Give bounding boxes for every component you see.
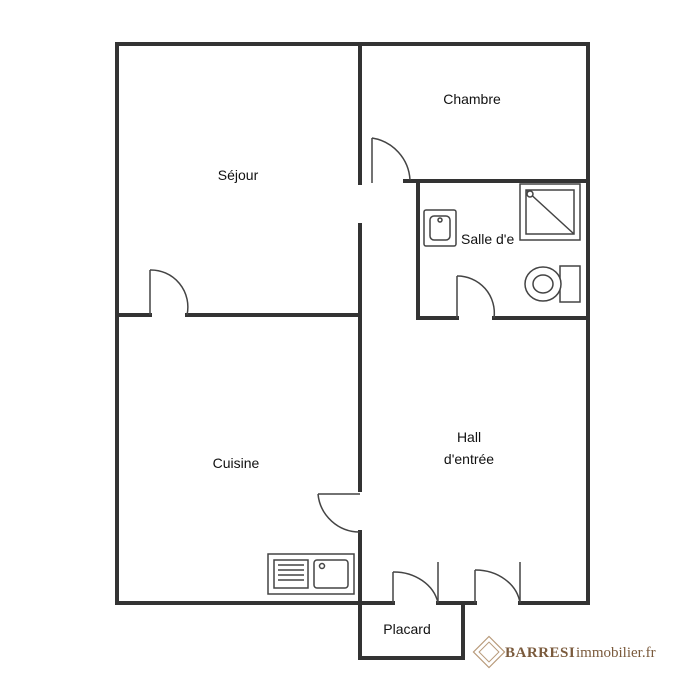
door-sejour [149, 269, 189, 316]
door-salle [456, 275, 496, 319]
watermark: BARRESI immobilier.fr [472, 635, 656, 669]
room-label-placard: Placard [383, 621, 430, 637]
doors [149, 137, 521, 604]
room-label-hall-line2: d'entrée [444, 451, 494, 467]
kitchen-sink-icon [267, 553, 355, 595]
room-label-sejour: Séjour [218, 167, 259, 183]
fixtures [267, 183, 581, 595]
door-cuisine [317, 493, 361, 533]
room-label-hall-line1: Hall [457, 429, 481, 445]
door-chambre [371, 137, 411, 183]
door-placard-left [392, 562, 439, 604]
interior-walls [115, 42, 590, 660]
washbasin-icon [423, 209, 457, 247]
brand-logo-icon [472, 635, 506, 669]
watermark-suffix: immobilier.fr [576, 645, 656, 661]
room-label-cuisine: Cuisine [213, 455, 260, 471]
room-label-chambre: Chambre [443, 91, 501, 107]
watermark-brand: BARRESI [505, 645, 575, 661]
toilet-icon [524, 265, 581, 303]
door-entrance [474, 562, 521, 604]
room-label-salle: Salle d'e [461, 231, 514, 247]
outer-walls [115, 42, 590, 605]
shower-icon [519, 183, 581, 241]
